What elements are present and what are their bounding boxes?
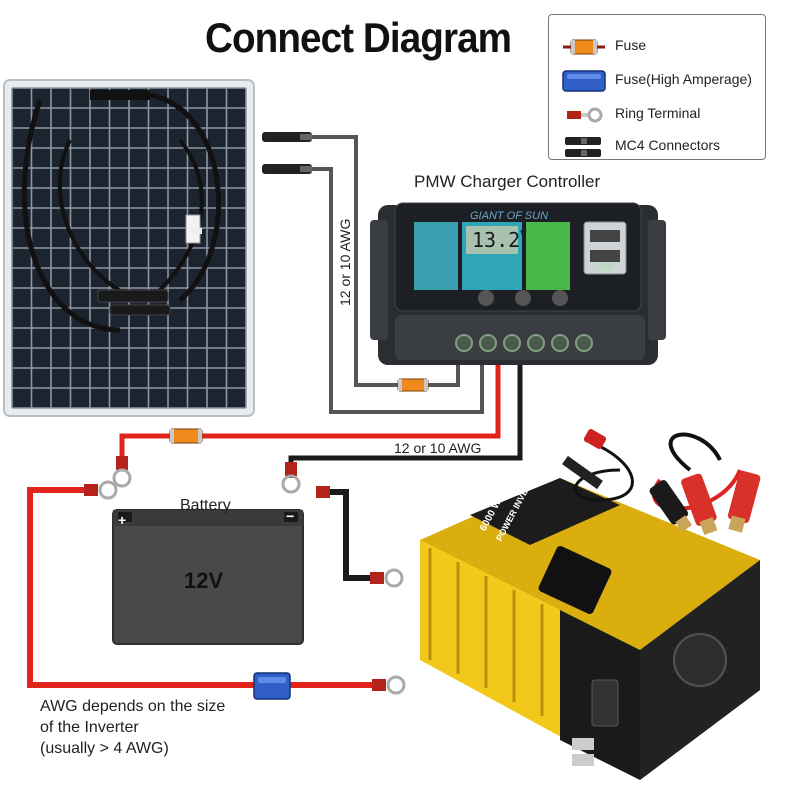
fuse-icon (563, 39, 605, 55)
fuse-icon (169, 428, 203, 444)
ring-terminal-icon (281, 474, 301, 494)
ring-terminal-icon (112, 468, 132, 488)
legend-label: Ring Terminal (615, 105, 701, 121)
inverter-cables (562, 429, 761, 536)
ring-terminal-icon (98, 480, 118, 500)
legend-label: Fuse (615, 37, 647, 53)
mc4-connector-icon (565, 137, 601, 157)
high-amp-fuse-icon (562, 70, 606, 92)
solar-panel (3, 79, 255, 417)
charge-controller (370, 202, 666, 365)
ring-terminal-icon (386, 675, 406, 695)
battery-plus: + (118, 512, 127, 528)
controller-label: PMW Charger Controller (414, 172, 601, 191)
usb-label: USB (594, 262, 615, 273)
mc4-leads (262, 132, 484, 414)
battery-label: Battery (180, 497, 231, 514)
power-inverter (420, 478, 760, 780)
battery-minus: − (286, 508, 295, 524)
ring-terminal-icon (384, 568, 404, 588)
legend-item-ring-terminal: Ring Terminal (549, 99, 765, 129)
page-title: Connect Diagram (205, 14, 512, 61)
wire-gauge-label-vertical: 12 or 10 AWG (337, 219, 353, 306)
legend-item-mc4: MC4 Connectors (549, 131, 765, 161)
controller-display-value: 13.2 (472, 228, 521, 252)
legend-item-high-amp-fuse: Fuse(High Amperage) (549, 65, 765, 95)
wire-gauge-label-horizontal: 12 or 10 AWG (394, 440, 482, 456)
controller-brand: GIANT OF SUN (470, 210, 549, 222)
high-amp-fuse-icon (253, 672, 291, 700)
inverter-note-line2: of the Inverter (40, 719, 139, 736)
legend-item-fuse: Fuse (549, 31, 765, 61)
battery-voltage: 12V (184, 568, 224, 593)
legend: Fuse Fuse(High Amperage) Ring Terminal M… (548, 14, 766, 160)
legend-label: MC4 Connectors (615, 137, 721, 153)
ring-terminal-icon (567, 107, 603, 123)
inverter-note-line1: AWG depends on the size (40, 698, 226, 715)
controller-display-unit: V (520, 228, 527, 241)
inverter-note-line3: (usually > 4 AWG) (40, 740, 169, 757)
battery (112, 509, 304, 645)
battery-wiring (27, 365, 523, 700)
fuse-icon (397, 378, 429, 392)
legend-label: Fuse(High Amperage) (615, 71, 752, 87)
